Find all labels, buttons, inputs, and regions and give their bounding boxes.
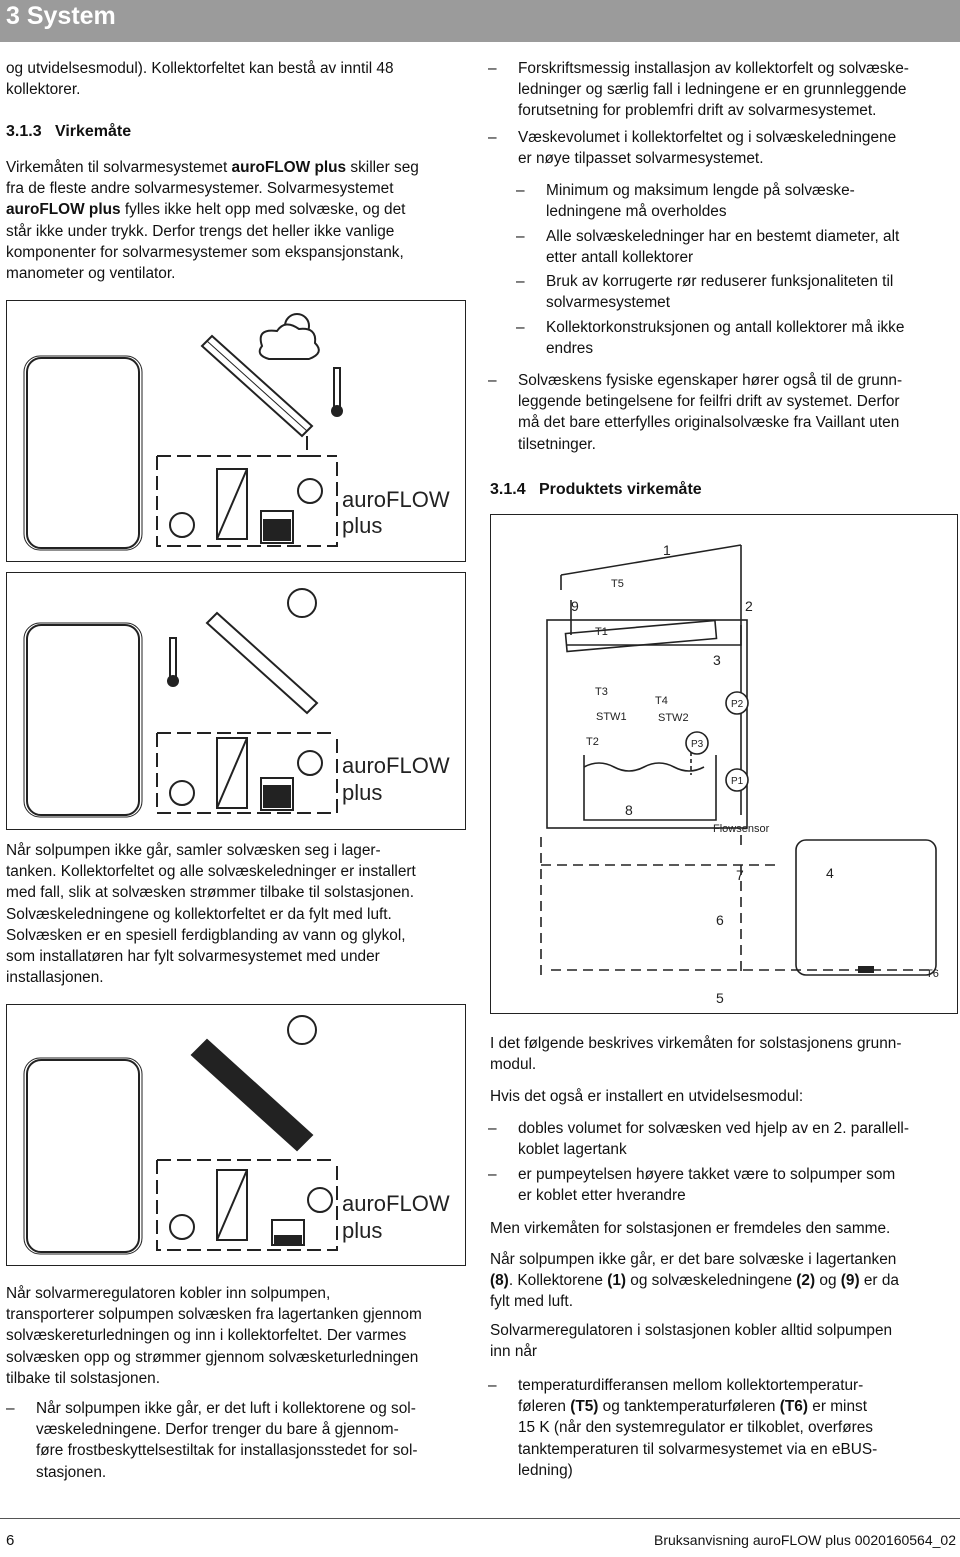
label-t3: T3 (595, 686, 608, 698)
label-5: 5 (716, 990, 724, 1006)
bullet-double-volume: dobles volumet for solvæsken ved hjelp a… (488, 1118, 958, 1160)
figure-system-overview-3: auroFLOW plus (6, 1004, 466, 1266)
fig1-brand-line2: plus (342, 513, 382, 538)
right-bullet-installation: Forskriftsmessig installasjon av kollekt… (488, 58, 958, 122)
right-bullet-volume: Væskevolumet i kollektorfeltet og i solv… (488, 127, 958, 169)
paragraph-virkemate: Virkemåten til solvarmesystemet auroFLOW… (6, 159, 419, 283)
label-t2: T2 (586, 736, 599, 748)
label-stw2: STW2 (658, 712, 689, 724)
label-p3: P3 (691, 739, 704, 750)
label-stw1: STW1 (596, 711, 627, 723)
label-p2: P2 (731, 699, 744, 710)
paragraph-same: Men virkemåten for solstasjonen er fremd… (490, 1220, 891, 1237)
figure-station-schematic: 1 T5 9 2 T1 3 T3 STW1 T4 STW2 T2 P2 P3 P… (490, 514, 958, 1014)
bullet-pump-performance: er pumpeytelsen høyere takket være to so… (488, 1164, 958, 1206)
paragraph-intro-module: I det følgende beskrives virkemåten for … (490, 1035, 902, 1074)
fig1-brand-line1: auroFLOW (342, 487, 450, 512)
label-3: 3 (713, 652, 721, 668)
left-bullet-frost: Når solpumpen ikke går, er det luft i ko… (6, 1398, 476, 1483)
paragraph-tank: Når solpumpen ikke går, er det bare solv… (490, 1251, 899, 1311)
fig3-brand-line2: plus (342, 1218, 382, 1243)
section-header-bar (0, 0, 960, 42)
sub-bullet-length: Minimum og maksimum lengde på solvæske- … (516, 180, 958, 222)
paragraph-pump-off: Når solpumpen ikke går, samler solvæsken… (6, 842, 416, 987)
label-t4: T4 (655, 695, 668, 707)
label-2: 2 (745, 598, 753, 614)
footer-rule (0, 1518, 960, 1519)
sub-bullet-construction: Kollektorkonstruksjonen og antall kollek… (516, 317, 958, 359)
sub-bullet-corrugated: Bruk av korrugerte rør reduserer funksjo… (516, 271, 958, 313)
paragraph-pump-on: Når solvarmeregulatoren kobler inn solpu… (6, 1285, 422, 1387)
bullet-temperature-difference: temperaturdifferansen mellom kollektorte… (488, 1375, 958, 1481)
left-intro: og utvidelsesmodul). Kollektorfeltet kan… (6, 60, 394, 99)
fig2-brand-line2: plus (342, 780, 382, 805)
footer-document-title: Bruksanvisning auroFLOW plus 0020160564_… (654, 1532, 956, 1548)
label-7: 7 (736, 867, 744, 883)
label-t1: T1 (595, 626, 608, 638)
paragraph-regulator: Solvarmeregulatoren i solstasjonen koble… (490, 1322, 893, 1361)
fig3-brand-line1: auroFLOW (342, 1191, 450, 1216)
label-4: 4 (826, 865, 834, 881)
label-6: 6 (716, 912, 724, 928)
subsection-heading-314: 3.1.4 Produktets virkemåte (490, 481, 702, 498)
subsection-heading-313: 3.1.3 Virkemåte (6, 123, 132, 140)
figure-system-overview-1: auroFLOW plus (6, 300, 466, 562)
label-t5: T5 (611, 578, 624, 590)
label-p1: P1 (731, 776, 744, 787)
section-title: 3 System (6, 2, 116, 30)
right-bullet-fluid: Solvæskens fysiske egenskaper hører også… (488, 370, 958, 455)
fig2-brand-line1: auroFLOW (342, 753, 450, 778)
figure-system-overview-2: auroFLOW plus (6, 572, 466, 830)
sub-bullet-diameter: Alle solvæskeledninger har en bestemt di… (516, 226, 958, 268)
paragraph-extension: Hvis det også er installert en utvidelse… (490, 1088, 804, 1105)
label-t6: T6 (926, 968, 939, 980)
label-flowsensor: Flowsensor (713, 823, 770, 835)
label-1: 1 (663, 542, 671, 558)
label-8: 8 (625, 802, 633, 818)
label-9: 9 (571, 598, 579, 614)
page-number: 6 (6, 1532, 15, 1549)
